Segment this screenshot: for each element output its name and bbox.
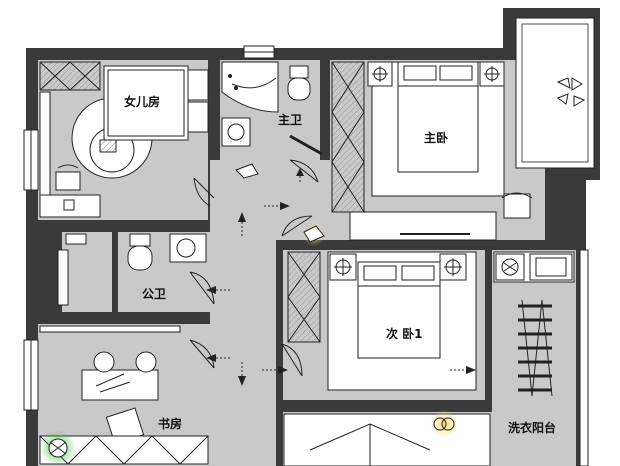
arrow-icon bbox=[296, 168, 304, 184]
bed-icon bbox=[397, 61, 479, 173]
master-bath: 主卫 bbox=[221, 61, 323, 183]
lamp-icon bbox=[235, 163, 259, 179]
arrow-icon bbox=[262, 366, 288, 374]
lamp-icon bbox=[430, 410, 458, 438]
room-label-daughter: 女儿房 bbox=[124, 94, 160, 109]
hanger-rack bbox=[518, 299, 553, 397]
door-arc-icon bbox=[189, 339, 215, 369]
plant-icon bbox=[40, 430, 76, 466]
door-arc-icon bbox=[193, 177, 215, 207]
chair-icon bbox=[135, 351, 157, 373]
room-label-laundry-balcony: 洗衣阳台 bbox=[508, 420, 556, 435]
bottom-hall bbox=[283, 410, 491, 466]
armchair-icon bbox=[501, 192, 533, 219]
laundry-balcony: 洗衣阳台 bbox=[493, 251, 575, 435]
arrow-icon bbox=[206, 354, 230, 362]
toilet-icon bbox=[127, 233, 153, 271]
room-label-master-bath: 主卫 bbox=[278, 112, 302, 127]
arrow-icon bbox=[450, 366, 476, 374]
chair-icon bbox=[55, 164, 81, 191]
door-arc-icon bbox=[189, 271, 215, 305]
desk-icon bbox=[81, 369, 159, 401]
arrow-icon bbox=[238, 212, 246, 236]
room-label-master-bedroom: 主卧 bbox=[424, 130, 448, 145]
master-bedroom: 主卧 bbox=[281, 60, 533, 246]
lamp-icon bbox=[478, 60, 506, 88]
lamp-icon bbox=[329, 253, 357, 281]
arrow-icon bbox=[238, 362, 246, 386]
balcony-top bbox=[515, 17, 595, 169]
lamp-icon bbox=[439, 253, 467, 281]
door-arc-icon bbox=[289, 159, 319, 183]
room-label-public-bath: 公卫 bbox=[142, 287, 166, 301]
study: 书房 bbox=[39, 325, 209, 466]
chair-icon bbox=[93, 351, 115, 373]
arrow-icon bbox=[264, 202, 290, 210]
wardrobe-icon bbox=[287, 251, 321, 343]
windows bbox=[23, 45, 589, 466]
bed-icon bbox=[357, 261, 441, 359]
toilet-icon bbox=[287, 65, 311, 101]
second-bedroom: 次 卧1 bbox=[281, 251, 477, 391]
room-label-second-bedroom: 次 卧1 bbox=[386, 326, 423, 341]
room-label-study: 书房 bbox=[158, 416, 182, 431]
corridor bbox=[206, 160, 290, 466]
plant-icon bbox=[556, 77, 586, 107]
daughter-room: 女儿房 bbox=[39, 61, 215, 218]
lamp-icon bbox=[366, 60, 394, 88]
door-arc-icon bbox=[281, 343, 303, 377]
door-arc-icon bbox=[281, 215, 313, 237]
bed-icon bbox=[71, 65, 209, 179]
washing-machine-icon bbox=[495, 253, 525, 281]
public-bath: 公卫 bbox=[65, 233, 215, 369]
wardrobe-icon bbox=[39, 61, 101, 91]
lamp-icon bbox=[302, 222, 326, 246]
